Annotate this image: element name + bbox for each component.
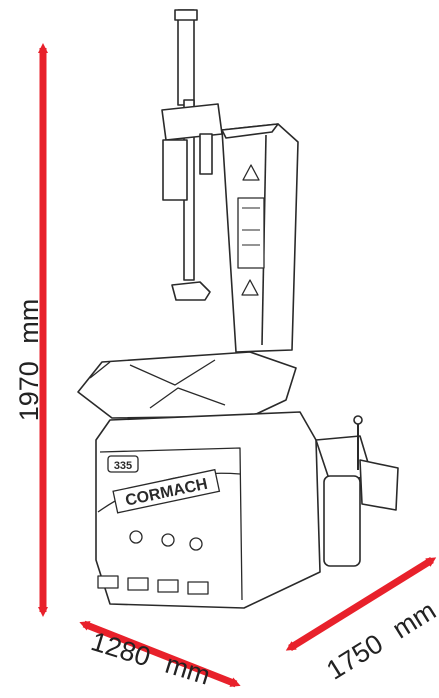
width-value: 1280 xyxy=(88,626,154,672)
width-unit: mm xyxy=(162,649,214,691)
depth-value: 1750 xyxy=(321,628,388,685)
svg-text:1750 mm: 1750 mm xyxy=(321,595,439,685)
width-arrow xyxy=(79,620,241,688)
tyre-changer-machine xyxy=(77,9,399,609)
svg-text:1970 mm: 1970 mm xyxy=(14,299,44,422)
height-value: 1970 xyxy=(14,361,44,421)
svg-text:335: 335 xyxy=(114,460,132,472)
svg-text:1280 mm: 1280 mm xyxy=(88,626,214,691)
depth-unit: mm xyxy=(387,595,439,644)
height-unit: mm xyxy=(14,299,44,344)
model-badge: 335 xyxy=(107,455,139,473)
depth-arrow xyxy=(285,557,437,651)
